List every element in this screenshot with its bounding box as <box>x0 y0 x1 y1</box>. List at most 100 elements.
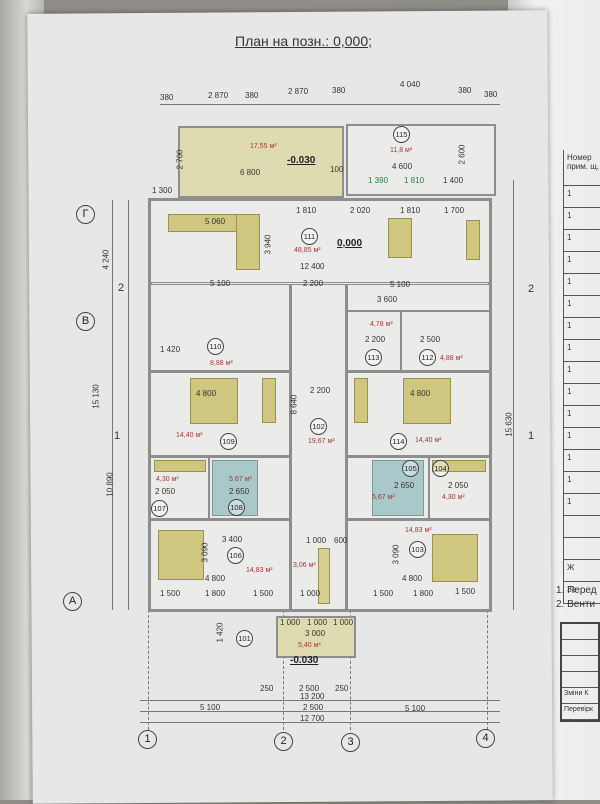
dim-label: 1 000 <box>300 589 321 598</box>
room-area: 14,83 м² <box>405 527 432 534</box>
table-row: Ж <box>564 560 600 582</box>
table-row <box>564 538 600 560</box>
dining-table <box>388 218 412 258</box>
terrace <box>178 126 344 198</box>
dim-label: 4 240 <box>101 249 111 270</box>
dim-label: 1 000 <box>306 536 327 545</box>
axis-column-1: 1 <box>138 730 157 749</box>
dim-label: 1 000 <box>307 618 328 627</box>
dim-label: 6 800 <box>240 168 261 177</box>
room-area: 4,88 м² <box>440 355 463 362</box>
table-row: 1 <box>564 318 600 340</box>
axis-line-1 <box>148 610 149 730</box>
table-row: 1 <box>564 208 600 230</box>
dim-label: 2 500 <box>299 684 320 693</box>
table-row: За <box>564 582 600 604</box>
dimension-line <box>140 722 500 723</box>
dim-label: 4 800 <box>402 574 423 583</box>
dim-label: 2 700 <box>175 149 185 170</box>
table-row: 1 <box>564 296 600 318</box>
stamp-row <box>562 672 598 688</box>
dimension-line <box>128 200 129 610</box>
axis-row-G: Г <box>76 205 95 224</box>
kitchen-counter <box>236 214 260 270</box>
axis-column-3: 3 <box>341 733 360 752</box>
dim-label: 250 <box>335 684 349 693</box>
dim-label: 4 040 <box>400 80 421 89</box>
table-row: 1 <box>564 274 600 296</box>
dim-label: 2 050 <box>448 481 469 490</box>
room-number: 113 <box>365 349 382 366</box>
dim-label: 380 <box>160 93 174 102</box>
dim-label: 2 650 <box>394 481 415 490</box>
wall <box>151 518 289 521</box>
table-header: Номер прим. щ. <box>564 150 600 186</box>
dim-label: 1 390 <box>368 176 389 185</box>
dim-label: 13 200 <box>300 692 325 701</box>
dim-label: 2 200 <box>310 386 331 395</box>
side-table: Номер прим. щ. 1 1 1 1 1 1 1 1 1 1 1 1 1… <box>563 150 600 604</box>
table-row: 1 <box>564 494 600 516</box>
room-area: 48,85 м² <box>294 247 321 254</box>
table-row: 1 <box>564 472 600 494</box>
dim-label: 380 <box>332 86 346 95</box>
dim-label: 5 100 <box>200 703 221 712</box>
room-115 <box>346 124 496 196</box>
room-area: 5,40 м² <box>298 642 321 649</box>
wall <box>348 370 489 373</box>
table-row: 1 <box>564 406 600 428</box>
wall <box>151 370 289 373</box>
stamp-row: Перевірк <box>562 704 598 720</box>
wardrobe <box>154 460 206 472</box>
axis-column-2: 2 <box>274 732 293 751</box>
bed <box>432 534 478 582</box>
room-number: 108 <box>228 499 245 516</box>
room-area: 14,40 м² <box>415 437 442 444</box>
room-area: 4,78 м² <box>370 321 393 328</box>
stamp-row <box>562 624 598 640</box>
axis-column-4: 4 <box>476 729 495 748</box>
dim-label: 3 090 <box>391 544 401 565</box>
room-area: 5,67 м² <box>372 494 395 501</box>
dim-label: 12 700 <box>300 714 325 723</box>
dim-label: 380 <box>245 91 259 100</box>
dim-label: 1 300 <box>152 186 173 195</box>
dim-label: 1 500 <box>373 589 394 598</box>
bed <box>158 530 204 580</box>
room-number: 115 <box>393 126 410 143</box>
dim-label: 1 810 <box>404 176 425 185</box>
dim-label: 1 420 <box>160 345 181 354</box>
wardrobe <box>354 378 368 423</box>
room-number: 110 <box>207 338 224 355</box>
dim-label: 1 800 <box>205 589 226 598</box>
room-area: 19,67 м² <box>308 438 335 445</box>
room-number: 105 <box>402 460 419 477</box>
dim-label: 4 800 <box>410 389 431 398</box>
room-number: 114 <box>390 433 407 450</box>
dim-label: 3 090 <box>200 542 210 563</box>
wall <box>345 310 347 370</box>
dim-label: 1 500 <box>455 587 476 596</box>
dimension-line <box>140 711 500 712</box>
dim-label: 5 100 <box>390 280 411 289</box>
stair-area: 3,06 м² <box>293 562 316 569</box>
room-number: 107 <box>151 500 168 517</box>
dim-label: 15 130 <box>91 384 101 409</box>
table-row: 1 <box>564 362 600 384</box>
dim-label: 2 650 <box>229 487 250 496</box>
table-row: 1 <box>564 252 600 274</box>
dim-label: 1 810 <box>400 206 421 215</box>
dim-label: 2 200 <box>365 335 386 344</box>
dim-label: 1 000 <box>280 618 301 627</box>
wall <box>348 310 489 312</box>
dim-label: 1 810 <box>296 206 317 215</box>
dim-label: 1 500 <box>160 589 181 598</box>
table-row: 1 <box>564 428 600 450</box>
dim-label: 8 640 <box>289 394 299 415</box>
dim-label: 380 <box>484 90 498 99</box>
stamp-row <box>562 656 598 672</box>
dim-label: 2 600 <box>457 144 467 165</box>
room-number: 104 <box>432 460 449 477</box>
title-block: Зміни К Перевірк <box>560 622 600 722</box>
room-area: 8,88 м² <box>210 360 233 367</box>
